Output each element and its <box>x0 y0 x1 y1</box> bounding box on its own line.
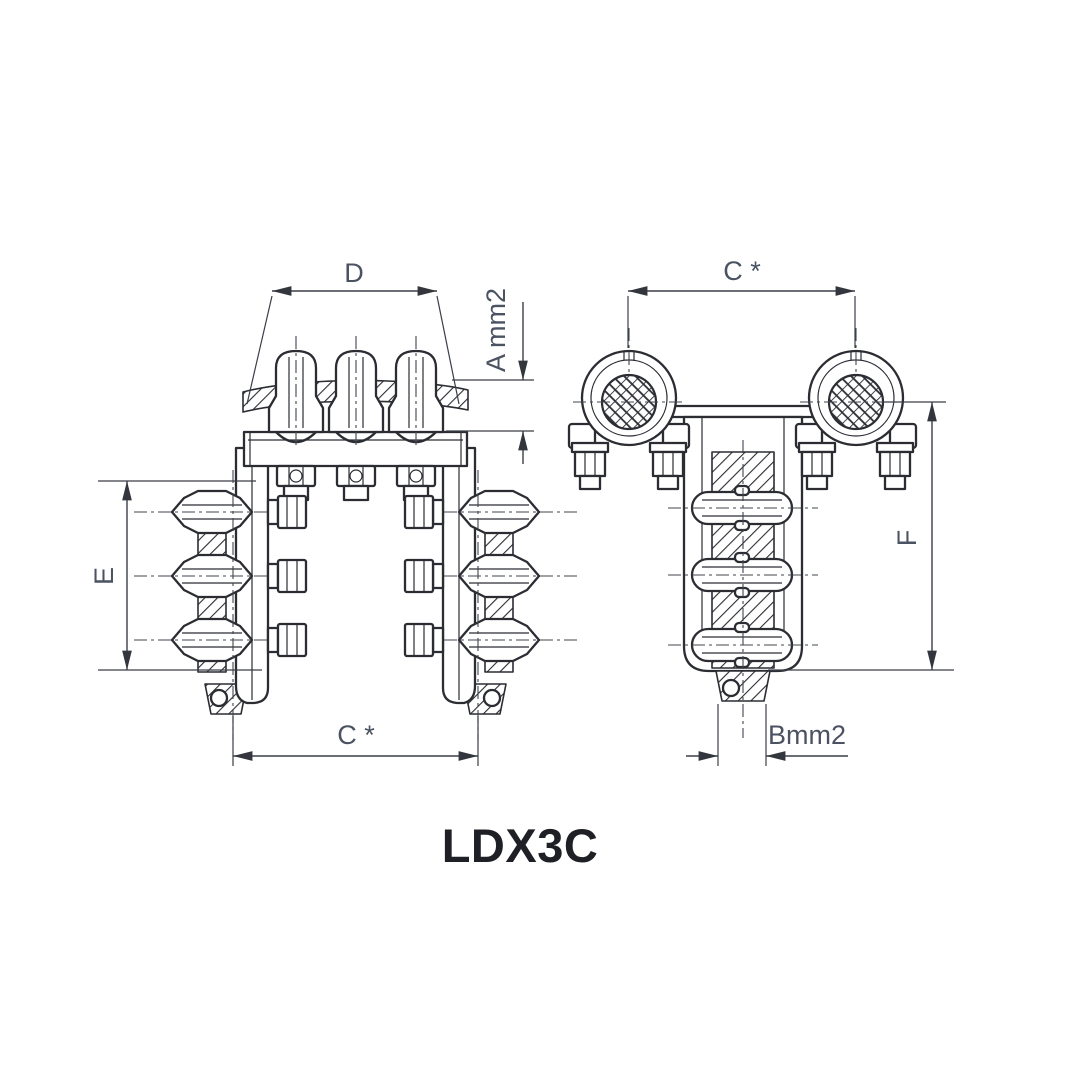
dimension-label-d: D <box>344 258 364 288</box>
dimension-side-b-mm2: Bmm2 <box>686 704 848 766</box>
dimension-front-c-star: C * <box>232 716 479 766</box>
dimension-label-f: F <box>892 530 922 547</box>
side-view-drawing: C * F Bmm2 <box>567 256 954 766</box>
dimension-label-e: E <box>89 567 119 585</box>
dimension-front-a-mm2: A mm2 <box>446 288 534 464</box>
dimension-label-side-c-star: C * <box>723 256 761 286</box>
dimension-label-front-c-star: C * <box>337 720 375 750</box>
side-tail-eye <box>721 440 744 738</box>
front-side-clamps <box>132 489 579 663</box>
dimension-label-a-mm2: A mm2 <box>481 288 511 372</box>
dimension-side-f: F <box>768 401 954 671</box>
front-arm-bolts <box>266 494 445 658</box>
dimension-front-e: E <box>89 480 262 671</box>
dimension-side-c-star: C * <box>627 256 856 348</box>
side-top-plate <box>654 404 830 419</box>
model-title: LDX3C <box>442 819 599 872</box>
dimension-label-b-mm2: Bmm2 <box>768 720 846 750</box>
dimension-front-d: D <box>246 258 460 405</box>
front-view-drawing: D A mm2 E C * <box>89 258 579 766</box>
front-centerlines <box>209 336 502 740</box>
